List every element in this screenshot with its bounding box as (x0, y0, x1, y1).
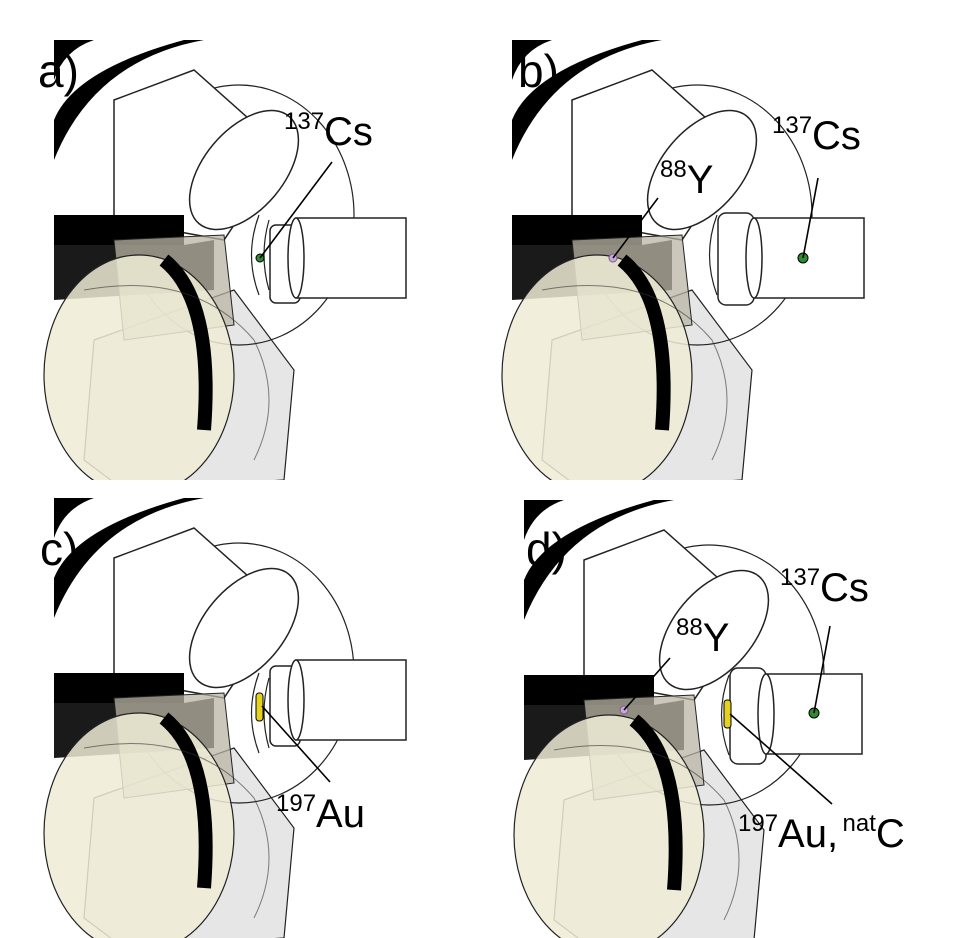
y-88-label: 88Y (660, 156, 714, 202)
panel-label: d) (526, 523, 567, 575)
panel-a: a) 137Cs (30, 30, 470, 480)
panel-c: c) 197Au (30, 488, 470, 938)
au-c-label: 197Au, natC (738, 810, 905, 856)
panel-d: d) 88Y 137Cs 197Au, natC (494, 488, 934, 938)
panel-label: a) (38, 45, 79, 97)
panel-label: c) (40, 523, 79, 575)
detector-setup-illustration (488, 30, 865, 480)
panel-label: b) (518, 45, 559, 97)
detector-setup-illustration (30, 30, 407, 480)
panel-b: b) 88Y 137Cs (488, 30, 928, 480)
cs-137-label: 137Cs (284, 108, 373, 154)
detector-setup-illustration (494, 488, 863, 938)
au-197-label: 197Au (276, 790, 365, 836)
cs-137-label: 137Cs (780, 564, 869, 610)
cs-137-label: 137Cs (772, 112, 861, 158)
detector-setup-illustration (30, 488, 407, 938)
y-88-label: 88Y (676, 614, 730, 660)
au-c-target (723, 699, 732, 729)
